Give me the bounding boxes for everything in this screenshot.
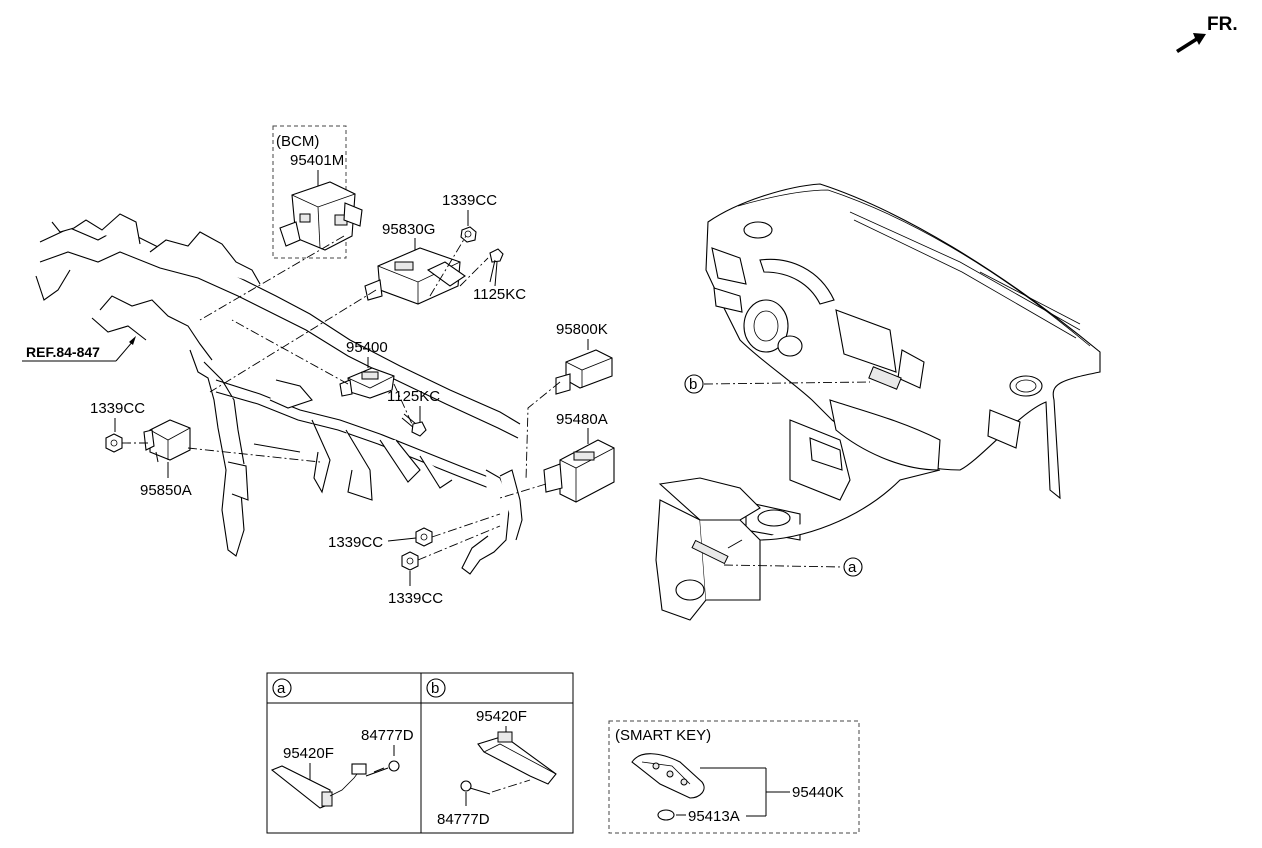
detail-b-label-84777D: 84777D xyxy=(437,811,490,828)
part-1339CC-left: 1339CC xyxy=(90,400,145,453)
bcm-group-label: (BCM) xyxy=(276,133,319,150)
cowl-cross-bar xyxy=(35,213,523,575)
front-direction-indicator: FR. xyxy=(1176,14,1238,53)
smart-key-group-box xyxy=(608,720,860,834)
callout-b-label: b xyxy=(689,376,697,393)
smart-key-group: (SMART KEY) 95440K 95413A xyxy=(608,720,860,834)
bcm-group-box xyxy=(272,125,347,259)
bcm-module-part xyxy=(279,181,363,251)
reference-label: REF.84-847 xyxy=(26,344,100,360)
detail-b-label-95420F: 95420F xyxy=(476,708,527,725)
part-label-95401M: 95401M xyxy=(290,152,344,169)
part-label-95850A: 95850A xyxy=(140,482,192,499)
part-1125KC-top: 1125KC xyxy=(473,248,526,303)
detail-b-header: b xyxy=(431,680,439,697)
connector-lines xyxy=(155,451,159,463)
part-label-1125KC-top: 1125KC xyxy=(473,286,526,303)
part-95800K: 95800K xyxy=(555,321,613,395)
bcm-group: (BCM) 95401M xyxy=(272,125,363,259)
part-label-95480A: 95480A xyxy=(556,411,608,428)
front-direction-label: FR. xyxy=(1207,14,1238,35)
smart-key-battery-part xyxy=(657,809,675,821)
smart-key-label-95440K: 95440K xyxy=(792,784,844,801)
smart-key-group-label: (SMART KEY) xyxy=(615,727,711,744)
part-label-95800K: 95800K xyxy=(556,321,608,338)
part-1339CC-low2: 1339CC xyxy=(388,551,443,607)
callout-a-label: a xyxy=(848,559,857,576)
reference-arrow-icon xyxy=(129,336,136,345)
callout-a-marker: a xyxy=(723,557,863,577)
part-label-95830G: 95830G xyxy=(382,221,435,238)
part-label-1339CC-left: 1339CC xyxy=(90,400,145,417)
part-95400: 95400 xyxy=(339,339,395,399)
front-arrow-icon xyxy=(1176,33,1206,53)
part-95480A: 95480A xyxy=(543,411,615,503)
part-label-1339CC-low1: 1339CC xyxy=(328,534,383,551)
part-label-1339CC-top: 1339CC xyxy=(442,192,497,209)
detail-a-label-84777D: 84777D xyxy=(361,727,414,744)
detail-table: a b 95420F 84777D 95420F 84777D xyxy=(266,672,574,834)
dashboard-interior xyxy=(655,183,1101,621)
leader-lines xyxy=(122,235,561,561)
part-1339CC-low1: 1339CC xyxy=(328,527,433,551)
part-1339CC-top: 1339CC xyxy=(442,192,497,243)
detail-a-header: a xyxy=(277,680,286,697)
part-95850A: 95850A xyxy=(140,419,192,499)
smart-key-label-95413A: 95413A xyxy=(688,808,740,825)
reference-callout: REF.84-847 xyxy=(22,336,136,362)
part-1125KC-mid: 1125KC xyxy=(387,388,440,437)
callout-b-marker: b xyxy=(684,374,871,394)
smart-key-fob-part xyxy=(631,753,705,799)
part-label-95400: 95400 xyxy=(346,339,388,356)
part-95830G: 95830G xyxy=(364,221,466,305)
part-label-1339CC-low2: 1339CC xyxy=(388,590,443,607)
part-label-1125KC-mid: 1125KC xyxy=(387,388,440,405)
detail-a-label-95420F: 95420F xyxy=(283,745,334,762)
